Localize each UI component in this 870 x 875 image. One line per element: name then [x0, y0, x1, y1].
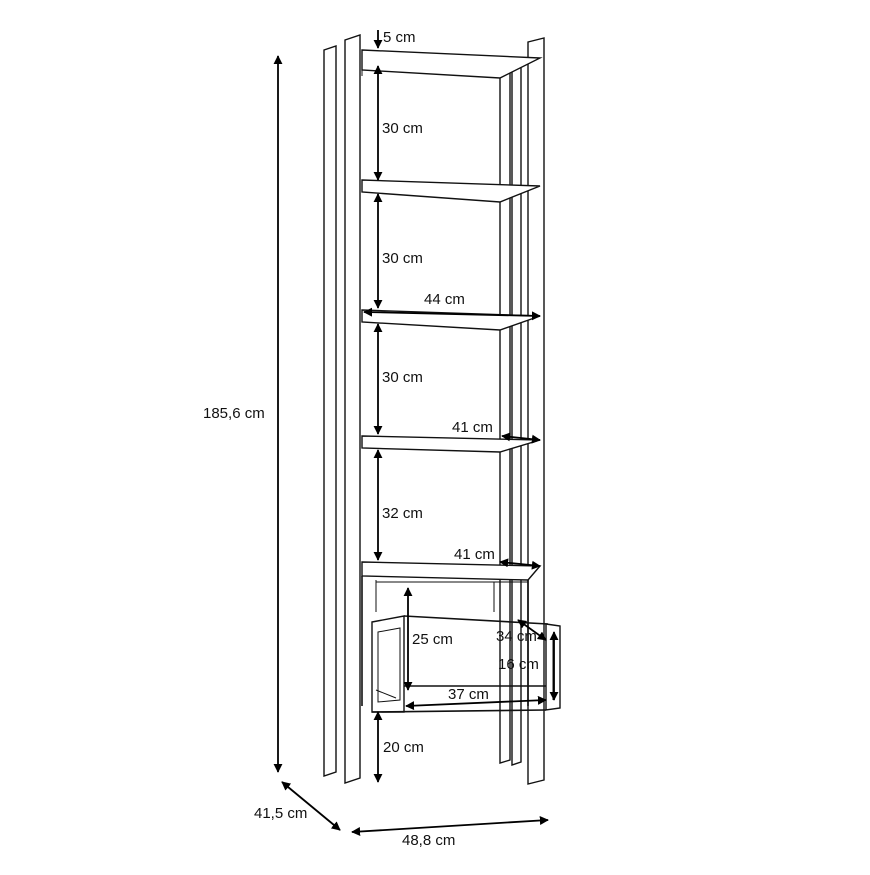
label-shelf-gap-1: 30 cm	[382, 120, 423, 137]
label-shelf-gap-2: 30 cm	[382, 250, 423, 267]
label-drawer-width: 37 cm	[448, 686, 489, 703]
label-shelf-width: 44 cm	[424, 291, 465, 308]
label-top-gap: 5 cm	[383, 29, 416, 46]
label-total-height: 185,6 cm	[203, 405, 265, 422]
label-total-width: 48,8 cm	[402, 832, 455, 849]
label-shelf-gap-4: 32 cm	[382, 505, 423, 522]
label-drawer-height: 16 cm	[498, 656, 539, 673]
label-drawer-depth: 34 cm	[496, 628, 537, 645]
label-total-depth: 41,5 cm	[254, 805, 307, 822]
label-shelf-depth-1: 41 cm	[452, 419, 493, 436]
dimension-labels: 5 cm 30 cm 30 cm 44 cm 30 cm 41 cm 32 cm…	[203, 29, 539, 849]
label-shelf-gap-3: 30 cm	[382, 369, 423, 386]
label-shelf-depth-2: 41 cm	[454, 546, 495, 563]
dimension-lines	[273, 30, 559, 836]
label-leg-height: 20 cm	[383, 739, 424, 756]
label-drawer-height-inner: 25 cm	[412, 631, 453, 648]
